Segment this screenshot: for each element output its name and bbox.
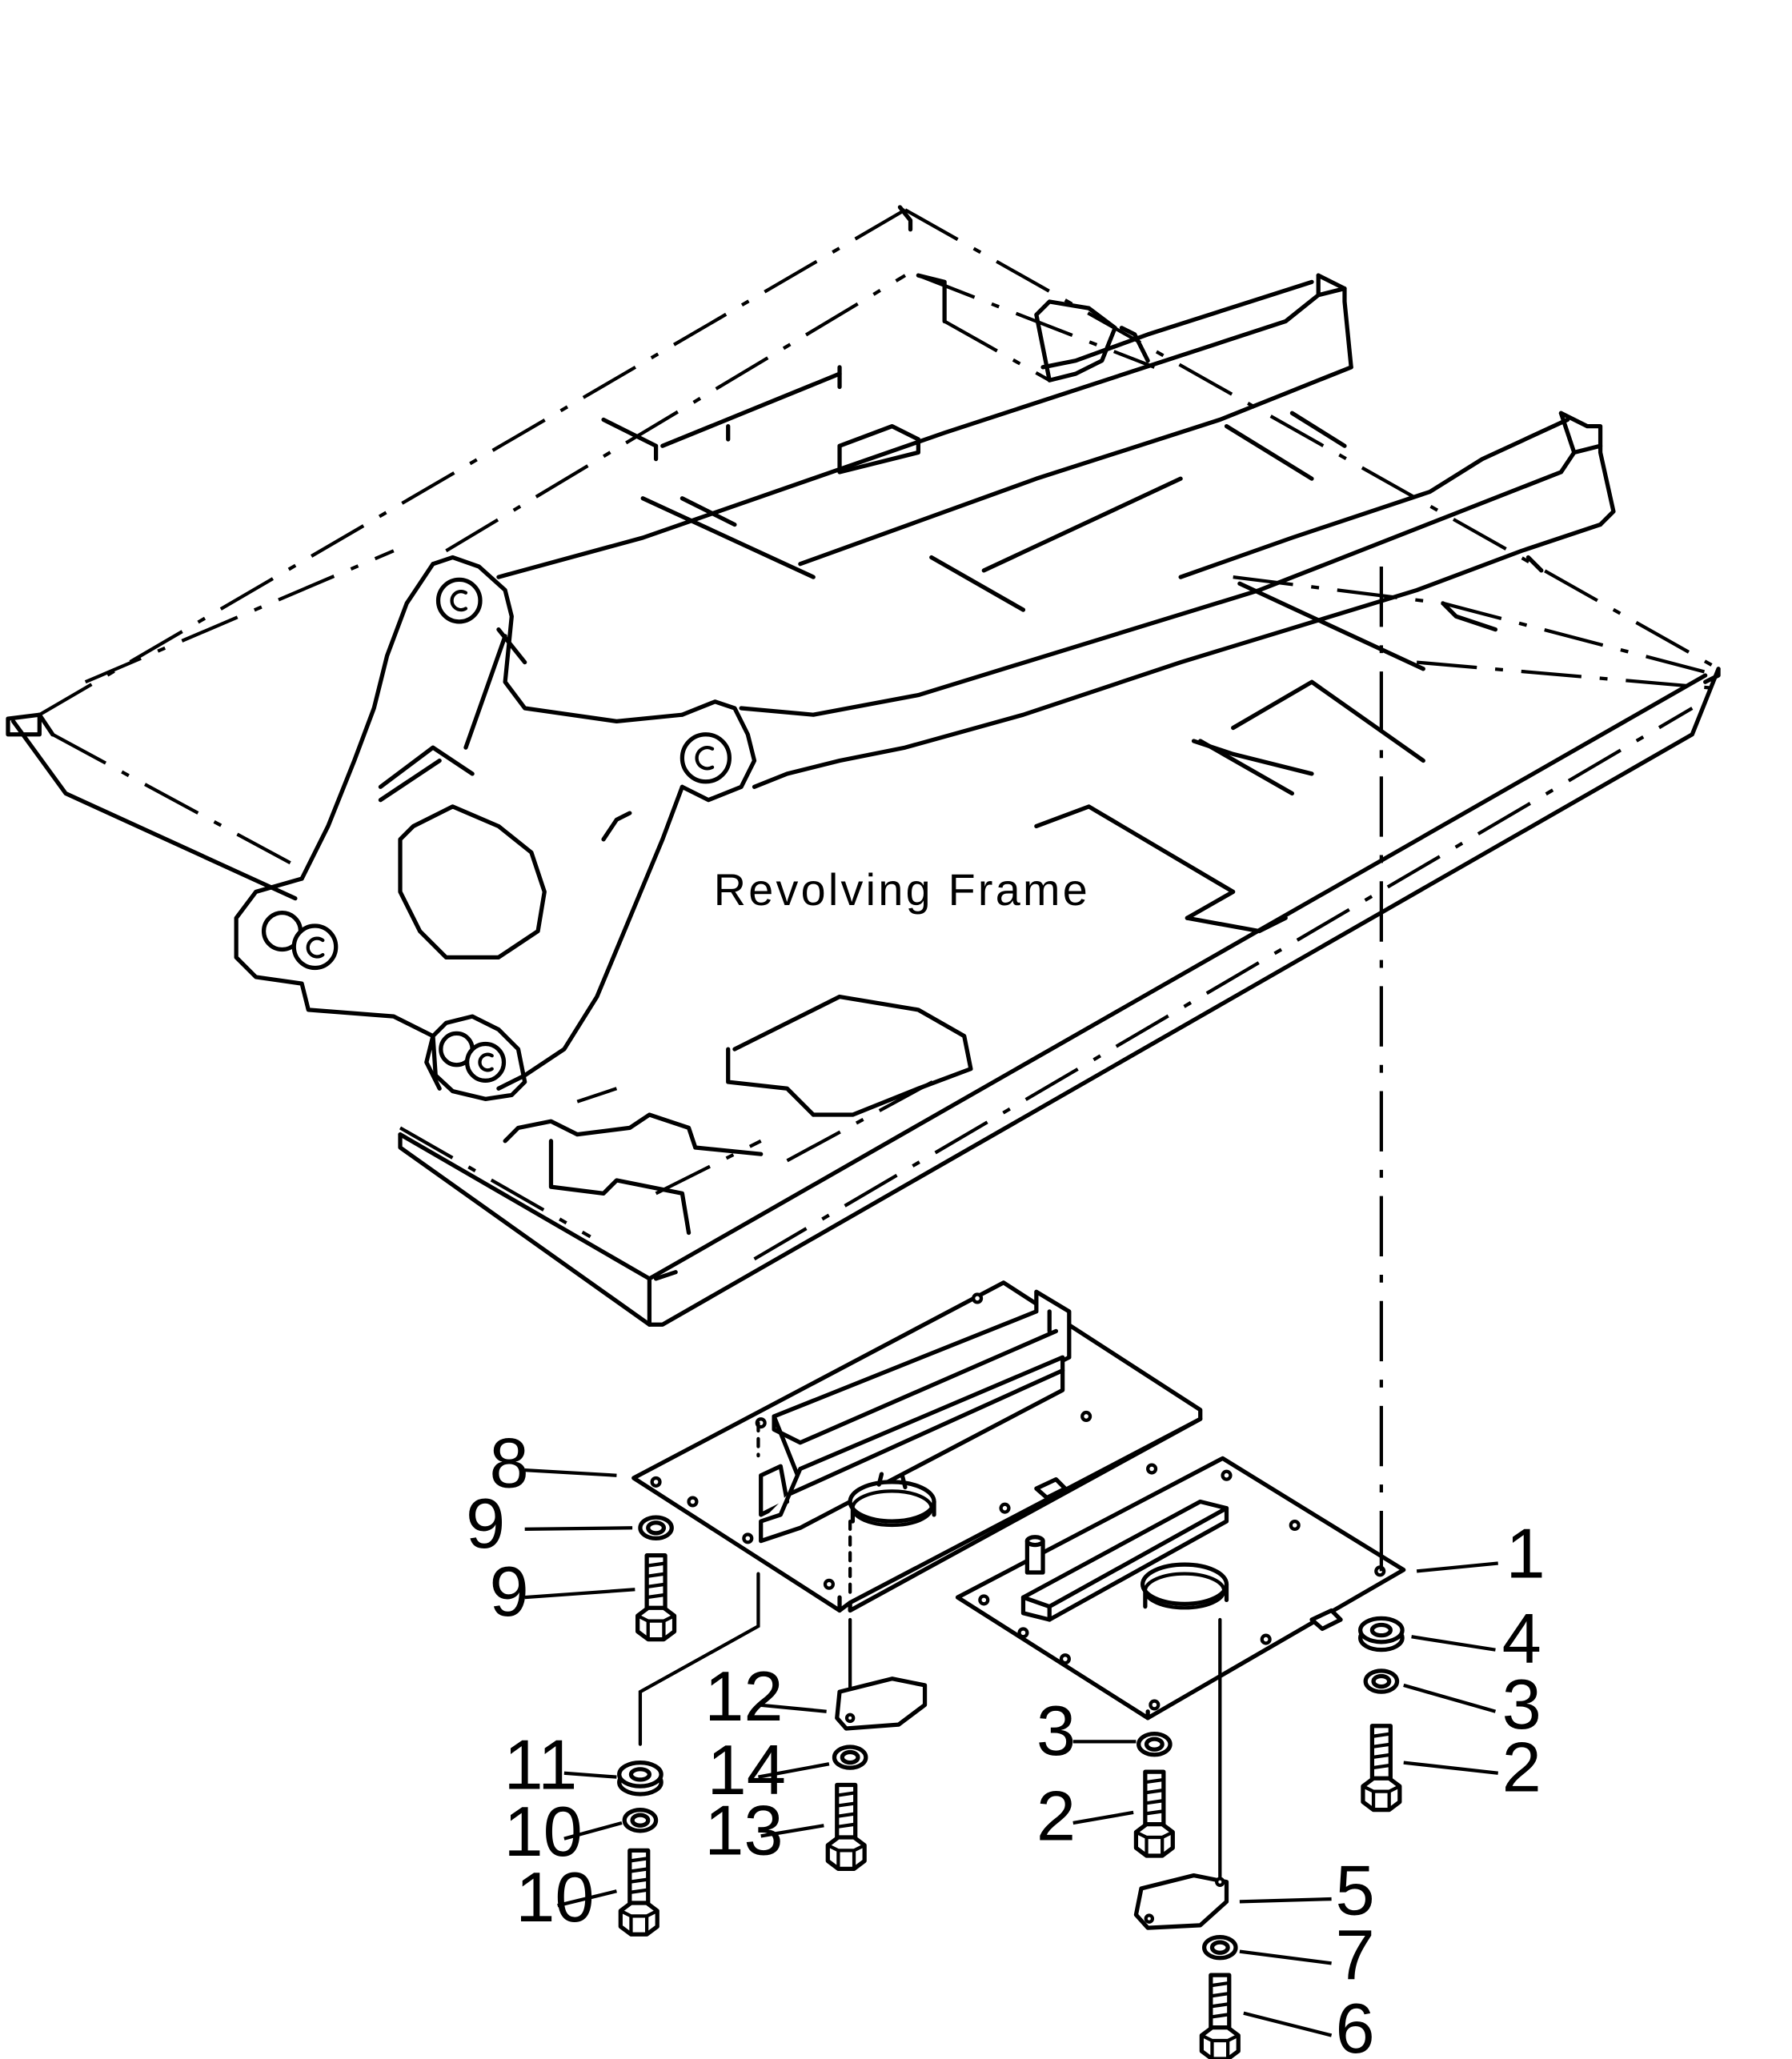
callout-labels: 8 9 9 1 4 3 2 12 11 14 10 13 10 3 2 5 7 …	[466, 1423, 1545, 2059]
under-cover-right	[955, 1456, 1406, 1721]
callout-6: 6	[1336, 1989, 1375, 2059]
callout-14: 14	[708, 1730, 786, 1809]
under-cover-left	[631, 1280, 1203, 1613]
callout-3a: 3	[1036, 1691, 1076, 1770]
callout-8: 8	[489, 1423, 528, 1502]
callout-10a: 9	[466, 1484, 505, 1563]
alignment-lines	[638, 566, 1384, 1884]
frame-label: Revolving Frame	[714, 865, 1090, 915]
revolving-frame	[6, 205, 1721, 1327]
callout-3b: 3	[1502, 1664, 1541, 1744]
callout-2a: 2	[1036, 1776, 1076, 1855]
callout-2b: 2	[1502, 1728, 1541, 1807]
callout-10b: 10	[503, 1792, 582, 1871]
cover-plate-5	[1133, 1873, 1229, 1930]
cover-plate-12	[835, 1676, 928, 1731]
callout-9b: 10	[515, 1857, 594, 1937]
callout-5: 5	[1336, 1851, 1375, 1930]
callout-1: 1	[1506, 1514, 1545, 1593]
callout-7: 7	[1336, 1915, 1375, 1994]
callout-11: 11	[503, 1725, 577, 1804]
leader-lines	[524, 1468, 1498, 2037]
callout-13: 13	[704, 1790, 783, 1869]
callout-4: 4	[1502, 1599, 1541, 1678]
callout-12: 12	[704, 1656, 783, 1736]
callout-9a: 9	[489, 1552, 528, 1631]
